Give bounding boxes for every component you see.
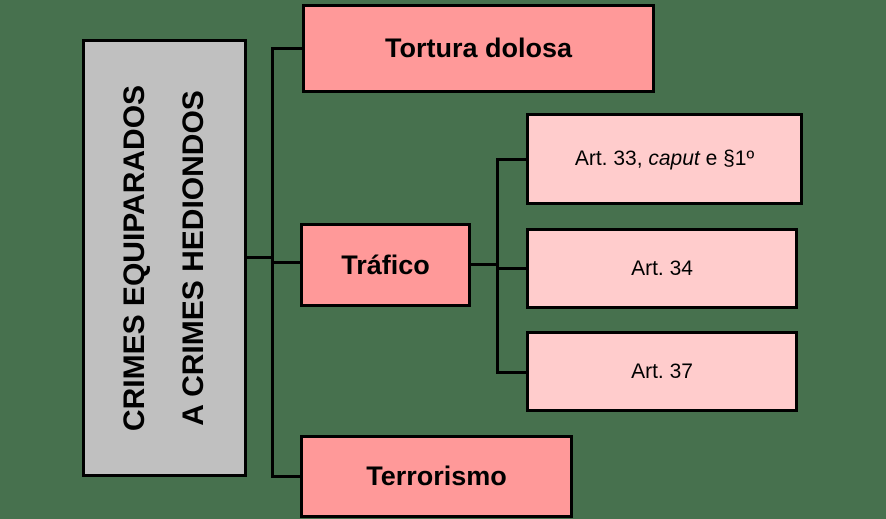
node-art-37: Art. 37 [526, 331, 798, 412]
connector-to-art33 [496, 158, 526, 161]
node-trafico-label: Tráfico [341, 249, 430, 280]
art33-prefix: Art. 33, [574, 147, 649, 170]
connector-to-art37 [496, 371, 526, 374]
root-node-label: CRIMES EQUIPARADOS A CRIMES HEDIONDOS [105, 43, 225, 473]
node-tortura-dolosa: Tortura dolosa [302, 4, 655, 93]
root-label-line2: A CRIMES HEDIONDOS [176, 90, 210, 426]
node-tortura-label: Tortura dolosa [384, 33, 572, 63]
connector-root-to-trunk [247, 256, 274, 259]
node-art-34-label: Art. 34 [631, 256, 693, 280]
node-terrorismo-label: Terrorismo [366, 461, 507, 491]
node-art-37-label: Art. 37 [631, 359, 693, 383]
node-art-34: Art. 34 [526, 228, 798, 309]
root-label-line1: CRIMES EQUIPARADOS [117, 84, 151, 432]
connector-sub-trunk [496, 158, 499, 374]
connector-to-art34 [496, 267, 526, 270]
connector-to-terrorismo [271, 475, 300, 478]
root-node-crimes-equiparados: CRIMES EQUIPARADOS A CRIMES HEDIONDOS [82, 39, 247, 477]
connector-to-trafico [271, 261, 300, 264]
connector-trafico-to-subtrunk [471, 263, 498, 266]
node-trafico: Tráfico [300, 223, 471, 307]
node-art-33: Art. 33, caput e §1º [526, 113, 803, 205]
art33-caput-italic: caput [648, 147, 700, 170]
node-terrorismo: Terrorismo [300, 435, 573, 518]
node-art-33-label: Art. 33, caput e §1º [575, 147, 754, 171]
art33-suffix: e §1º [699, 147, 755, 170]
connector-to-tortura [271, 47, 302, 50]
